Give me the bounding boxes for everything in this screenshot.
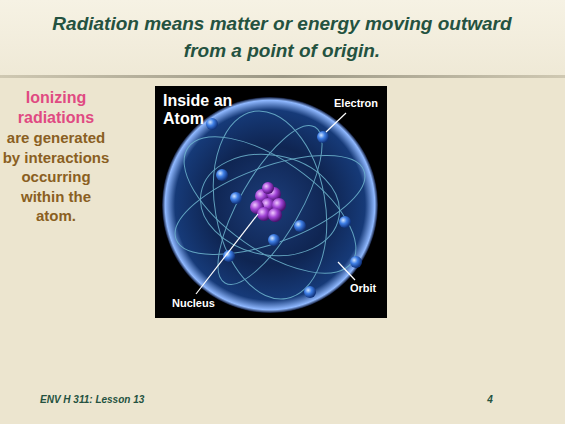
title-band: [0, 0, 565, 76]
body-text: are generated by interactions occurring …: [0, 128, 112, 226]
slide-title: Radiation means matter or energy moving …: [52, 10, 512, 64]
slide-number: 4: [480, 394, 500, 406]
atom-sphere: [162, 97, 378, 313]
picture-heading: Inside an Atom: [163, 92, 258, 128]
part-label: Nucleus: [172, 297, 222, 310]
part-label: Orbit: [350, 282, 390, 295]
highlight-term: Ionizing radiations: [0, 88, 112, 128]
part-label: Electron: [334, 97, 394, 110]
footer-course: ENV H 311: Lesson 13: [40, 394, 200, 406]
nucleus: [250, 182, 286, 222]
electrons: [206, 118, 362, 298]
title-rule: [0, 75, 565, 78]
orbits: [162, 102, 377, 308]
leader-lines: [196, 113, 355, 294]
